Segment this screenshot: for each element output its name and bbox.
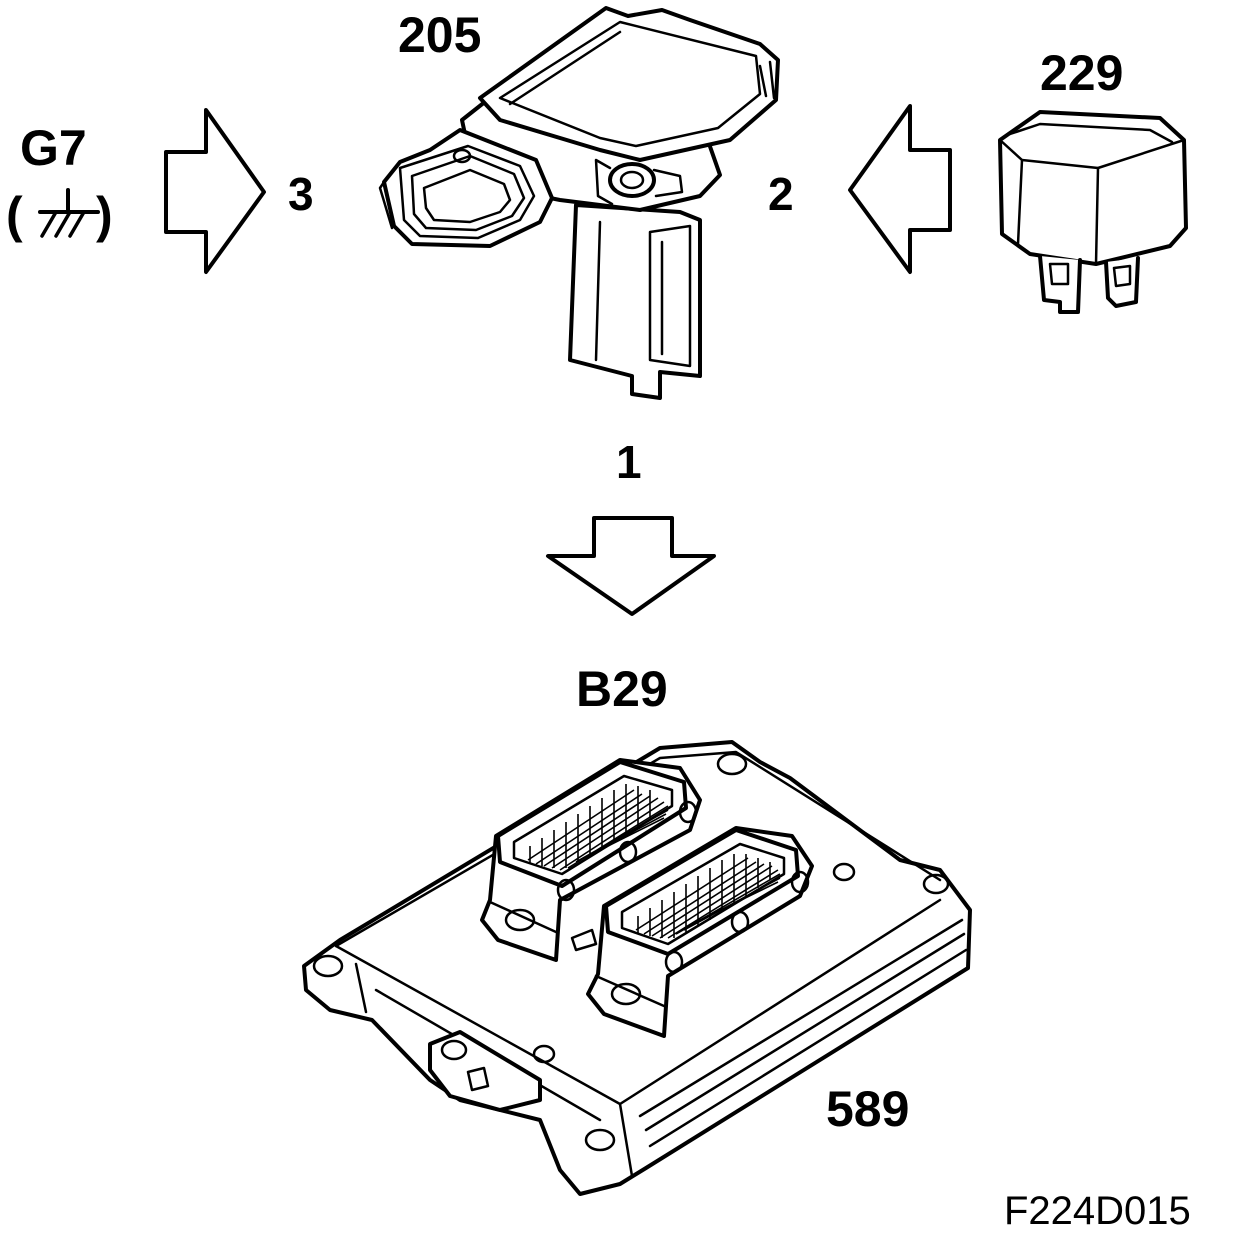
control-module-label: 589 <box>826 1081 909 1137</box>
hollow-arrow-icon <box>848 104 952 274</box>
engine-control-module <box>302 740 972 1196</box>
signal-1-label: 1 <box>616 436 642 488</box>
ground-paren-close: ) <box>96 187 113 243</box>
figure-reference: F224D015 <box>1004 1189 1191 1233</box>
mass-air-flow-sensor <box>378 6 780 400</box>
hollow-arrow-icon <box>164 108 266 274</box>
ground-group: G7 ( ) <box>6 120 113 243</box>
hollow-arrow-icon <box>546 516 716 616</box>
ground-label: G7 <box>20 120 87 176</box>
ground-paren-open: ( <box>6 187 23 243</box>
connector-label: B29 <box>576 661 668 717</box>
signal-3-label: 3 <box>288 168 314 220</box>
sensor-label: 205 <box>398 7 481 63</box>
signal-2-label: 2 <box>768 168 794 220</box>
ground-symbol-icon <box>38 188 100 238</box>
relay <box>998 110 1188 314</box>
relay-label: 229 <box>1040 45 1123 101</box>
